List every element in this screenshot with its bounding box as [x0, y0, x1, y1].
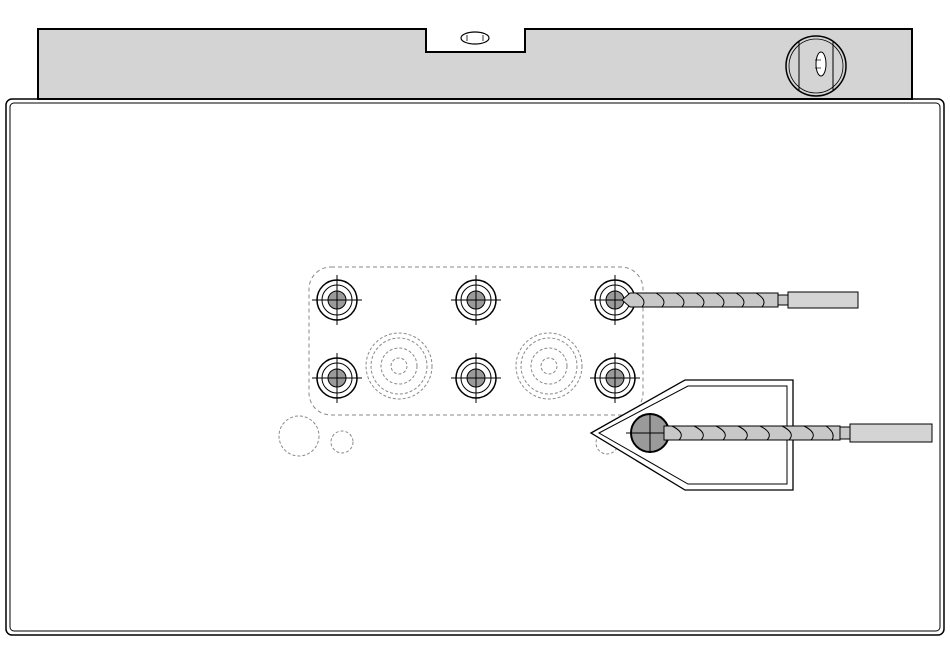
top-vial-icon [461, 32, 489, 44]
end-vial-icon [786, 36, 846, 96]
small-drill-bit-icon [622, 292, 858, 308]
spirit-level [38, 29, 912, 99]
